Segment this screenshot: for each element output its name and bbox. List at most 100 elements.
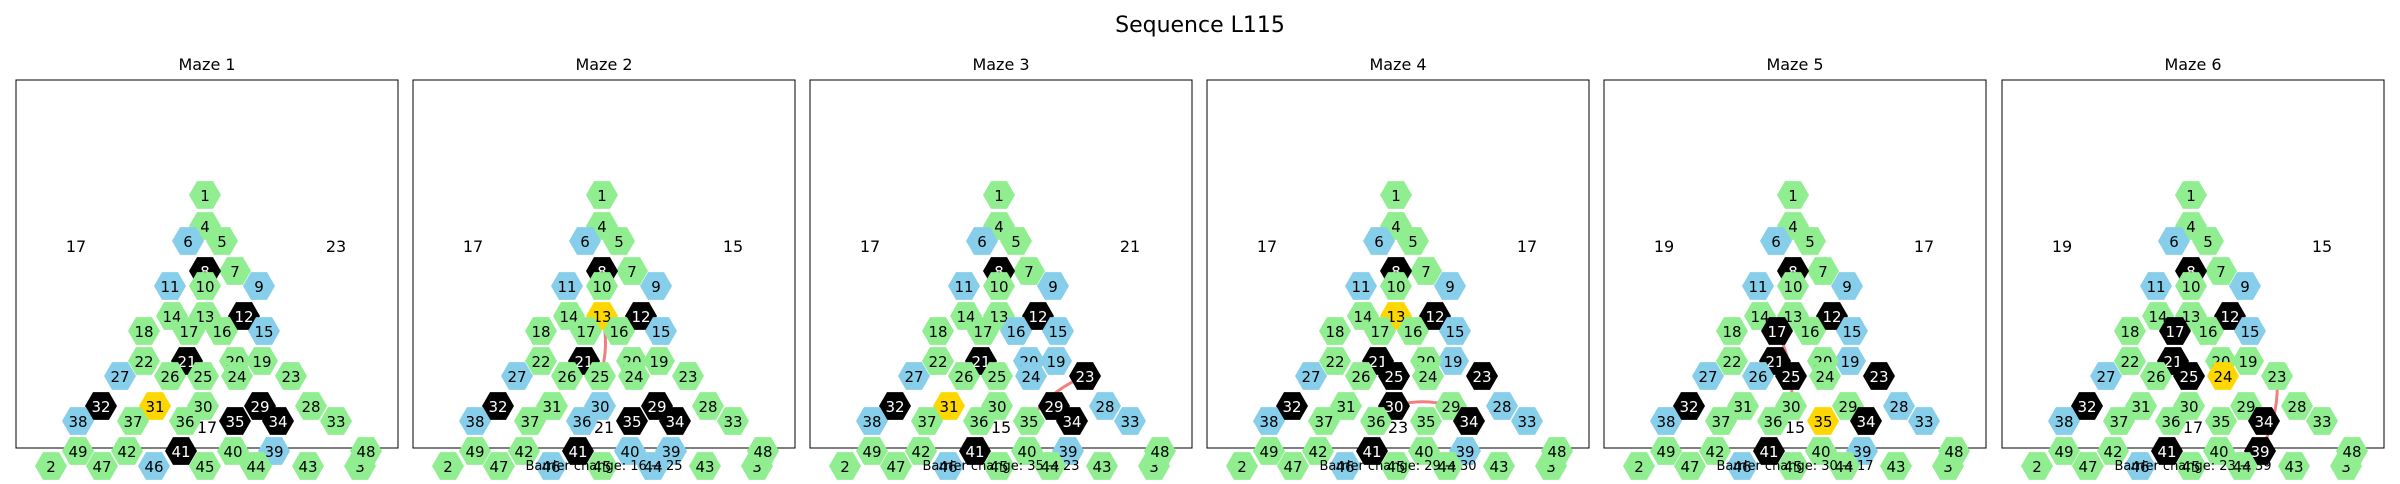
hex-cell xyxy=(1276,392,1308,420)
hex-cell-label: 25 xyxy=(1781,368,1800,386)
hex-cell-label: 21 xyxy=(1765,353,1784,371)
hex-cell-label: 49 xyxy=(1656,443,1675,461)
hex-cell-label: 39 xyxy=(264,443,283,461)
hex-cell-label: 36 xyxy=(969,413,988,431)
hex-cell-label: 15 xyxy=(2240,323,2259,341)
hex-cell xyxy=(948,362,980,390)
hex-cell xyxy=(1483,452,1515,480)
hex-cell-label: 45 xyxy=(1386,458,1405,476)
hex-cell-label: 8 xyxy=(200,263,210,281)
hex-cell xyxy=(1378,362,1410,390)
hex-cell-label: 42 xyxy=(514,443,533,461)
hex-cell xyxy=(1000,317,1032,345)
hex-cell xyxy=(172,227,204,255)
maze-frame xyxy=(1206,79,1590,449)
hex-cell xyxy=(1226,452,1258,480)
left-edge-label: 19 xyxy=(2052,237,2072,256)
hex-cell-label: 37 xyxy=(917,413,936,431)
hex-cell xyxy=(569,227,601,255)
hex-cell xyxy=(1753,437,1785,465)
hex-cell-label: 44 xyxy=(1437,458,1456,476)
hex-cell xyxy=(898,362,930,390)
hex-cell xyxy=(1809,362,1841,390)
hex-cell xyxy=(2205,257,2237,285)
barrier-change-caption: Barrier change: 30 → 17 xyxy=(1716,459,1873,474)
hex-cell xyxy=(128,347,160,375)
hex-cell xyxy=(551,362,583,390)
hex-cell xyxy=(966,227,998,255)
hex-cell xyxy=(614,437,646,465)
hex-cell xyxy=(2140,362,2172,390)
left-edge-label: 19 xyxy=(1654,237,1674,256)
hex-cell-label: 25 xyxy=(590,368,609,386)
hex-cell-label: 37 xyxy=(1711,413,1730,431)
hex-cell xyxy=(86,452,118,480)
hex-cell-label: 35 xyxy=(225,413,244,431)
hex-cell-label: 37 xyxy=(1314,413,1333,431)
hex-cell xyxy=(1650,437,1682,465)
hex-cell xyxy=(932,452,964,480)
hex-cell-label: 22 xyxy=(531,353,550,371)
hex-cell-label: 9 xyxy=(1842,278,1852,296)
hex-cell xyxy=(618,362,650,390)
hex-cell xyxy=(169,407,201,435)
hex-cell xyxy=(1716,317,1748,345)
hex-cell xyxy=(1295,362,1327,390)
right-edge-label: 17 xyxy=(1914,237,1934,256)
hex-cell-label: 49 xyxy=(1259,443,1278,461)
hex-cell-label: 40 xyxy=(1811,443,1830,461)
hex-cell-label: 7 xyxy=(1421,263,1431,281)
hex-cell xyxy=(584,362,616,390)
hex-cell xyxy=(111,437,143,465)
hex-cell xyxy=(246,347,278,375)
hex-cell-label: 49 xyxy=(68,443,87,461)
hex-cell xyxy=(981,362,1013,390)
hex-cell-label: 36 xyxy=(572,413,591,431)
hex-cell xyxy=(1760,227,1792,255)
barrier-change-caption: Barrier change: 29 → 30 xyxy=(1319,459,1476,474)
hex-cell xyxy=(217,437,249,465)
hex-cell xyxy=(1013,407,1045,435)
hex-cell xyxy=(1380,272,1412,300)
hex-cell xyxy=(1308,407,1340,435)
hex-cell-label: 4 xyxy=(994,218,1004,236)
hex-cell xyxy=(2175,181,2207,209)
hex-cell-label: 11 xyxy=(160,278,179,296)
hex-cell xyxy=(586,181,618,209)
hex-cell-label: 30 xyxy=(987,398,1006,416)
hex-cell-label: 28 xyxy=(301,398,320,416)
hex-cell xyxy=(1431,452,1463,480)
hex-cell-label: 25 xyxy=(193,368,212,386)
hex-cell-label: 3 xyxy=(355,458,365,476)
hex-cell xyxy=(2071,392,2103,420)
hex-cell-label: 12 xyxy=(234,308,253,326)
hex-cell-label: 23 xyxy=(281,368,300,386)
hex-cell xyxy=(1880,452,1912,480)
hex-cell-label: 5 xyxy=(1805,233,1815,251)
hex-cell xyxy=(138,452,170,480)
maze-frame xyxy=(15,79,399,449)
maze-title: Maze 4 xyxy=(1369,55,1426,74)
hex-cell-label: 34 xyxy=(665,413,684,431)
hex-cell-label: 15 xyxy=(1842,323,1861,341)
hex-cell-label: 43 xyxy=(1092,458,1111,476)
hex-cell xyxy=(1419,302,1451,330)
hex-cell xyxy=(1883,392,1915,420)
hex-cell xyxy=(959,437,991,465)
hex-cell xyxy=(1716,347,1748,375)
hex-cell xyxy=(2226,452,2258,480)
hex-cell-label: 48 xyxy=(1944,443,1963,461)
hex-cell-label: 44 xyxy=(1040,458,1059,476)
hex-cell-label: 34 xyxy=(1062,413,1081,431)
hex-cell xyxy=(62,407,94,435)
hex-cell-label: 18 xyxy=(2120,323,2139,341)
hex-cell xyxy=(1410,257,1442,285)
hex-cell-label: 11 xyxy=(1351,278,1370,296)
hex-cell xyxy=(1089,392,1121,420)
hex-cell xyxy=(1836,317,1868,345)
hex-cell-label: 17 xyxy=(973,323,992,341)
